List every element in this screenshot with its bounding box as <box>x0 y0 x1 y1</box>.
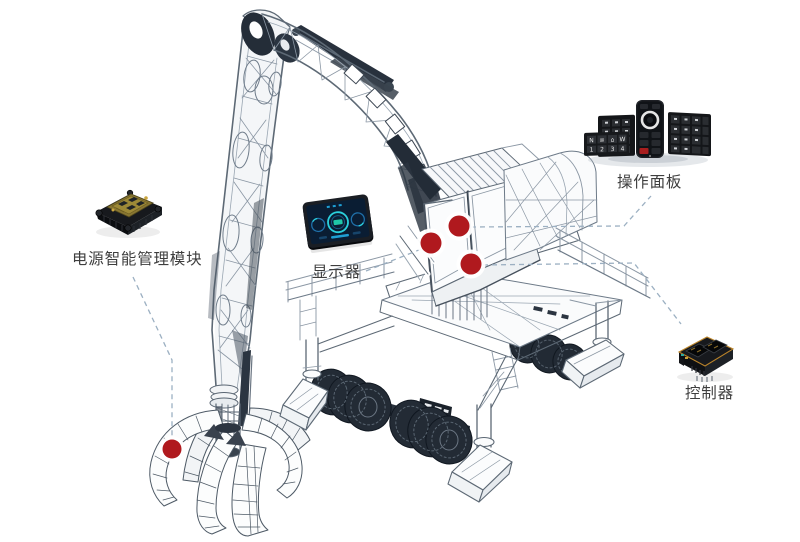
svg-text:N: N <box>589 137 593 144</box>
display-image <box>302 194 374 253</box>
hotspot-display[interactable] <box>416 228 446 258</box>
power-module-image <box>95 189 162 238</box>
label-display: 显示器 <box>312 264 361 281</box>
label-controller: 控制器 <box>685 385 734 402</box>
boom-stick <box>208 20 285 391</box>
svg-text:1: 1 <box>590 147 594 154</box>
hotspot-control-panel[interactable] <box>444 211 474 241</box>
label-power-module: 电源智能管理模块 <box>72 251 203 268</box>
left-railing <box>285 253 395 341</box>
svg-text:≡: ≡ <box>599 137 604 144</box>
crane-illustration <box>149 9 651 537</box>
svg-text:2: 2 <box>600 146 604 153</box>
hotspot-controller[interactable] <box>456 249 486 279</box>
grab <box>149 350 311 537</box>
label-control-panel: 操作面板 <box>617 174 683 191</box>
connector-controller <box>482 262 682 325</box>
controller-image <box>677 336 735 382</box>
connector-power-module <box>132 276 173 440</box>
hotspot-dots <box>159 211 486 462</box>
svg-text:3: 3 <box>611 146 615 153</box>
hotspot-power-module[interactable] <box>159 436 185 462</box>
svg-text:4: 4 <box>621 146 625 153</box>
engine-housing <box>503 150 598 261</box>
connector-control-panel <box>470 195 652 228</box>
svg-text:⌂: ⌂ <box>611 136 615 143</box>
svg-text:W: W <box>620 136 626 143</box>
front-wheels <box>310 368 473 465</box>
outriggers <box>279 299 625 503</box>
